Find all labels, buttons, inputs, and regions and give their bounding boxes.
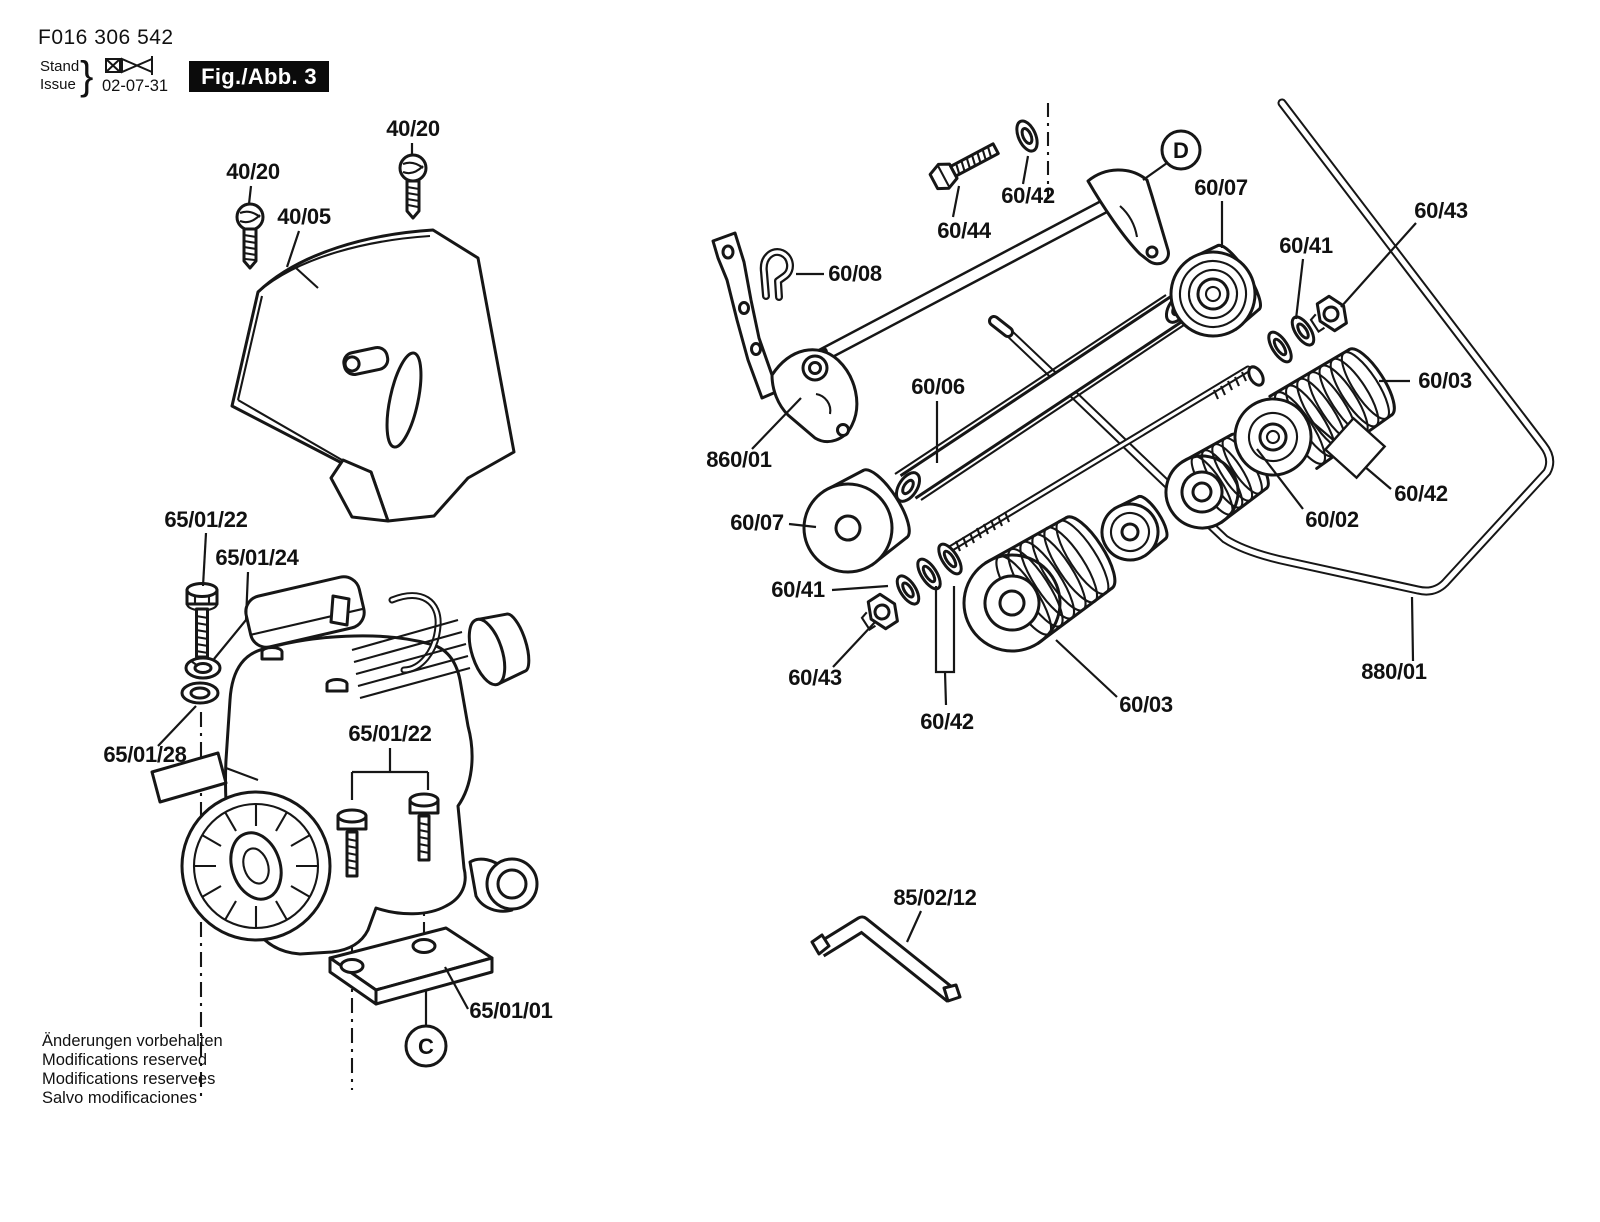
label-height-bracket: 860/01 [706,447,772,472]
label-allen-key: 85/02/12 [893,885,976,910]
roller-assembly: 60/44 60/42 D 60/07 60/41 60/43 60/08 86… [706,98,1555,1003]
engine-assembly: 65/01/22 65/01/24 65/01/28 65/01/22 65/0… [103,507,553,1098]
issue-brace: } [80,54,93,98]
label-roller-front-bottom: 60/03 [1119,692,1173,717]
footer-line-fr: Modifications reservees [42,1070,215,1088]
base-plate-65-01-01 [328,926,494,1006]
footer-notes: Änderungen vorbehalten Modifications res… [42,1032,223,1107]
screw-40-20-left [235,202,265,270]
issue-label: Issue [40,76,76,93]
stand-label: Stand [40,58,79,75]
issue-stamp-icon [105,56,153,75]
cover-40-05 [230,228,516,523]
footer-line-de: Änderungen vorbehalten [42,1032,223,1050]
label-engine-bolt: 65/01/22 [164,507,247,532]
washer-set-bottom-60-41 [895,542,963,606]
label-washer-right: 60/42 [1394,481,1448,506]
cover-assembly: 40/20 40/20 40/05 [226,116,516,523]
label-bolt-top: 60/44 [937,218,992,243]
washer-position-marker [1323,416,1387,480]
footer-line-en: Modifications reserved [42,1051,207,1069]
roller-bearing-top-60-07 [1169,243,1262,338]
locknut-bottom-60-43 [860,592,899,632]
handle-frame-880-01 [988,98,1555,596]
header: F016 306 542 Stand Issue } 02-07-31 Fig.… [38,26,329,98]
roller-front-bottom-60-03 [962,515,1117,653]
bolt-60-44 [928,142,1000,191]
label-locknut-top: 60/43 [1414,198,1468,223]
callout-c: C [404,990,448,1068]
flat-washer-65-01-28 [180,681,220,705]
svg-text:C: C [418,1034,434,1059]
label-cover: 40/05 [277,204,331,229]
allen-key-85-02-12 [810,915,962,1003]
bolt-65-01-22 [185,582,219,659]
footer-line-es: Salvo modificaciones [42,1089,197,1107]
label-washer-set-bottom: 60/41 [771,577,825,602]
washer-set-top-60-41 [1267,315,1316,364]
document-part-number: F016 306 542 [38,26,174,49]
locknut-top-60-43 [1309,294,1348,334]
label-flat-washer: 65/01/28 [103,742,186,767]
issue-date: 02-07-31 [102,77,168,95]
label-roller-shaft: 60/06 [911,374,965,399]
figure-label: Fig./Abb. 3 [201,64,317,89]
figure-box [189,61,329,92]
engine [150,575,539,956]
callout-d: D [1142,129,1202,181]
label-handle-frame: 880/01 [1361,659,1427,684]
label-washer-top: 60/42 [1001,183,1055,208]
bolt-65-01-22-pair [336,792,440,878]
label-roller-bearing-top: 60/07 [1194,175,1248,200]
roller-plain-60-07 [802,468,911,574]
label-spring-washer: 65/01/24 [215,545,299,570]
height-bracket-860-01 [711,231,859,443]
clip-60-08 [759,248,794,301]
spring-washer-65-01-24 [184,656,222,680]
label-engine-bolt-pair: 65/01/22 [348,721,431,746]
svg-text:D: D [1173,138,1189,163]
roller-middle-60-02 [1233,397,1313,477]
label-cover-screw-left: 40/20 [226,159,280,184]
label-roller-plain: 60/07 [730,510,784,535]
label-cover-screw-top: 40/20 [386,116,440,141]
label-roller-front-top: 60/03 [1418,368,1472,393]
roller-bearing-middle [1100,494,1169,562]
label-washer-set-top: 60/41 [1279,233,1333,258]
screw-40-20-top [398,153,428,220]
label-base-plate: 65/01/01 [469,998,552,1023]
label-roller-middle: 60/02 [1305,507,1359,532]
washer-60-42-top [1015,119,1039,153]
label-locknut-bottom: 60/43 [788,665,842,690]
label-washer-bottom: 60/42 [920,709,974,734]
label-clip: 60/08 [828,261,882,286]
recoil-spokes [194,804,318,928]
roller-front-top-60-03 [1268,347,1396,470]
d-bracket [1086,168,1170,266]
axle-rod [946,365,1265,553]
